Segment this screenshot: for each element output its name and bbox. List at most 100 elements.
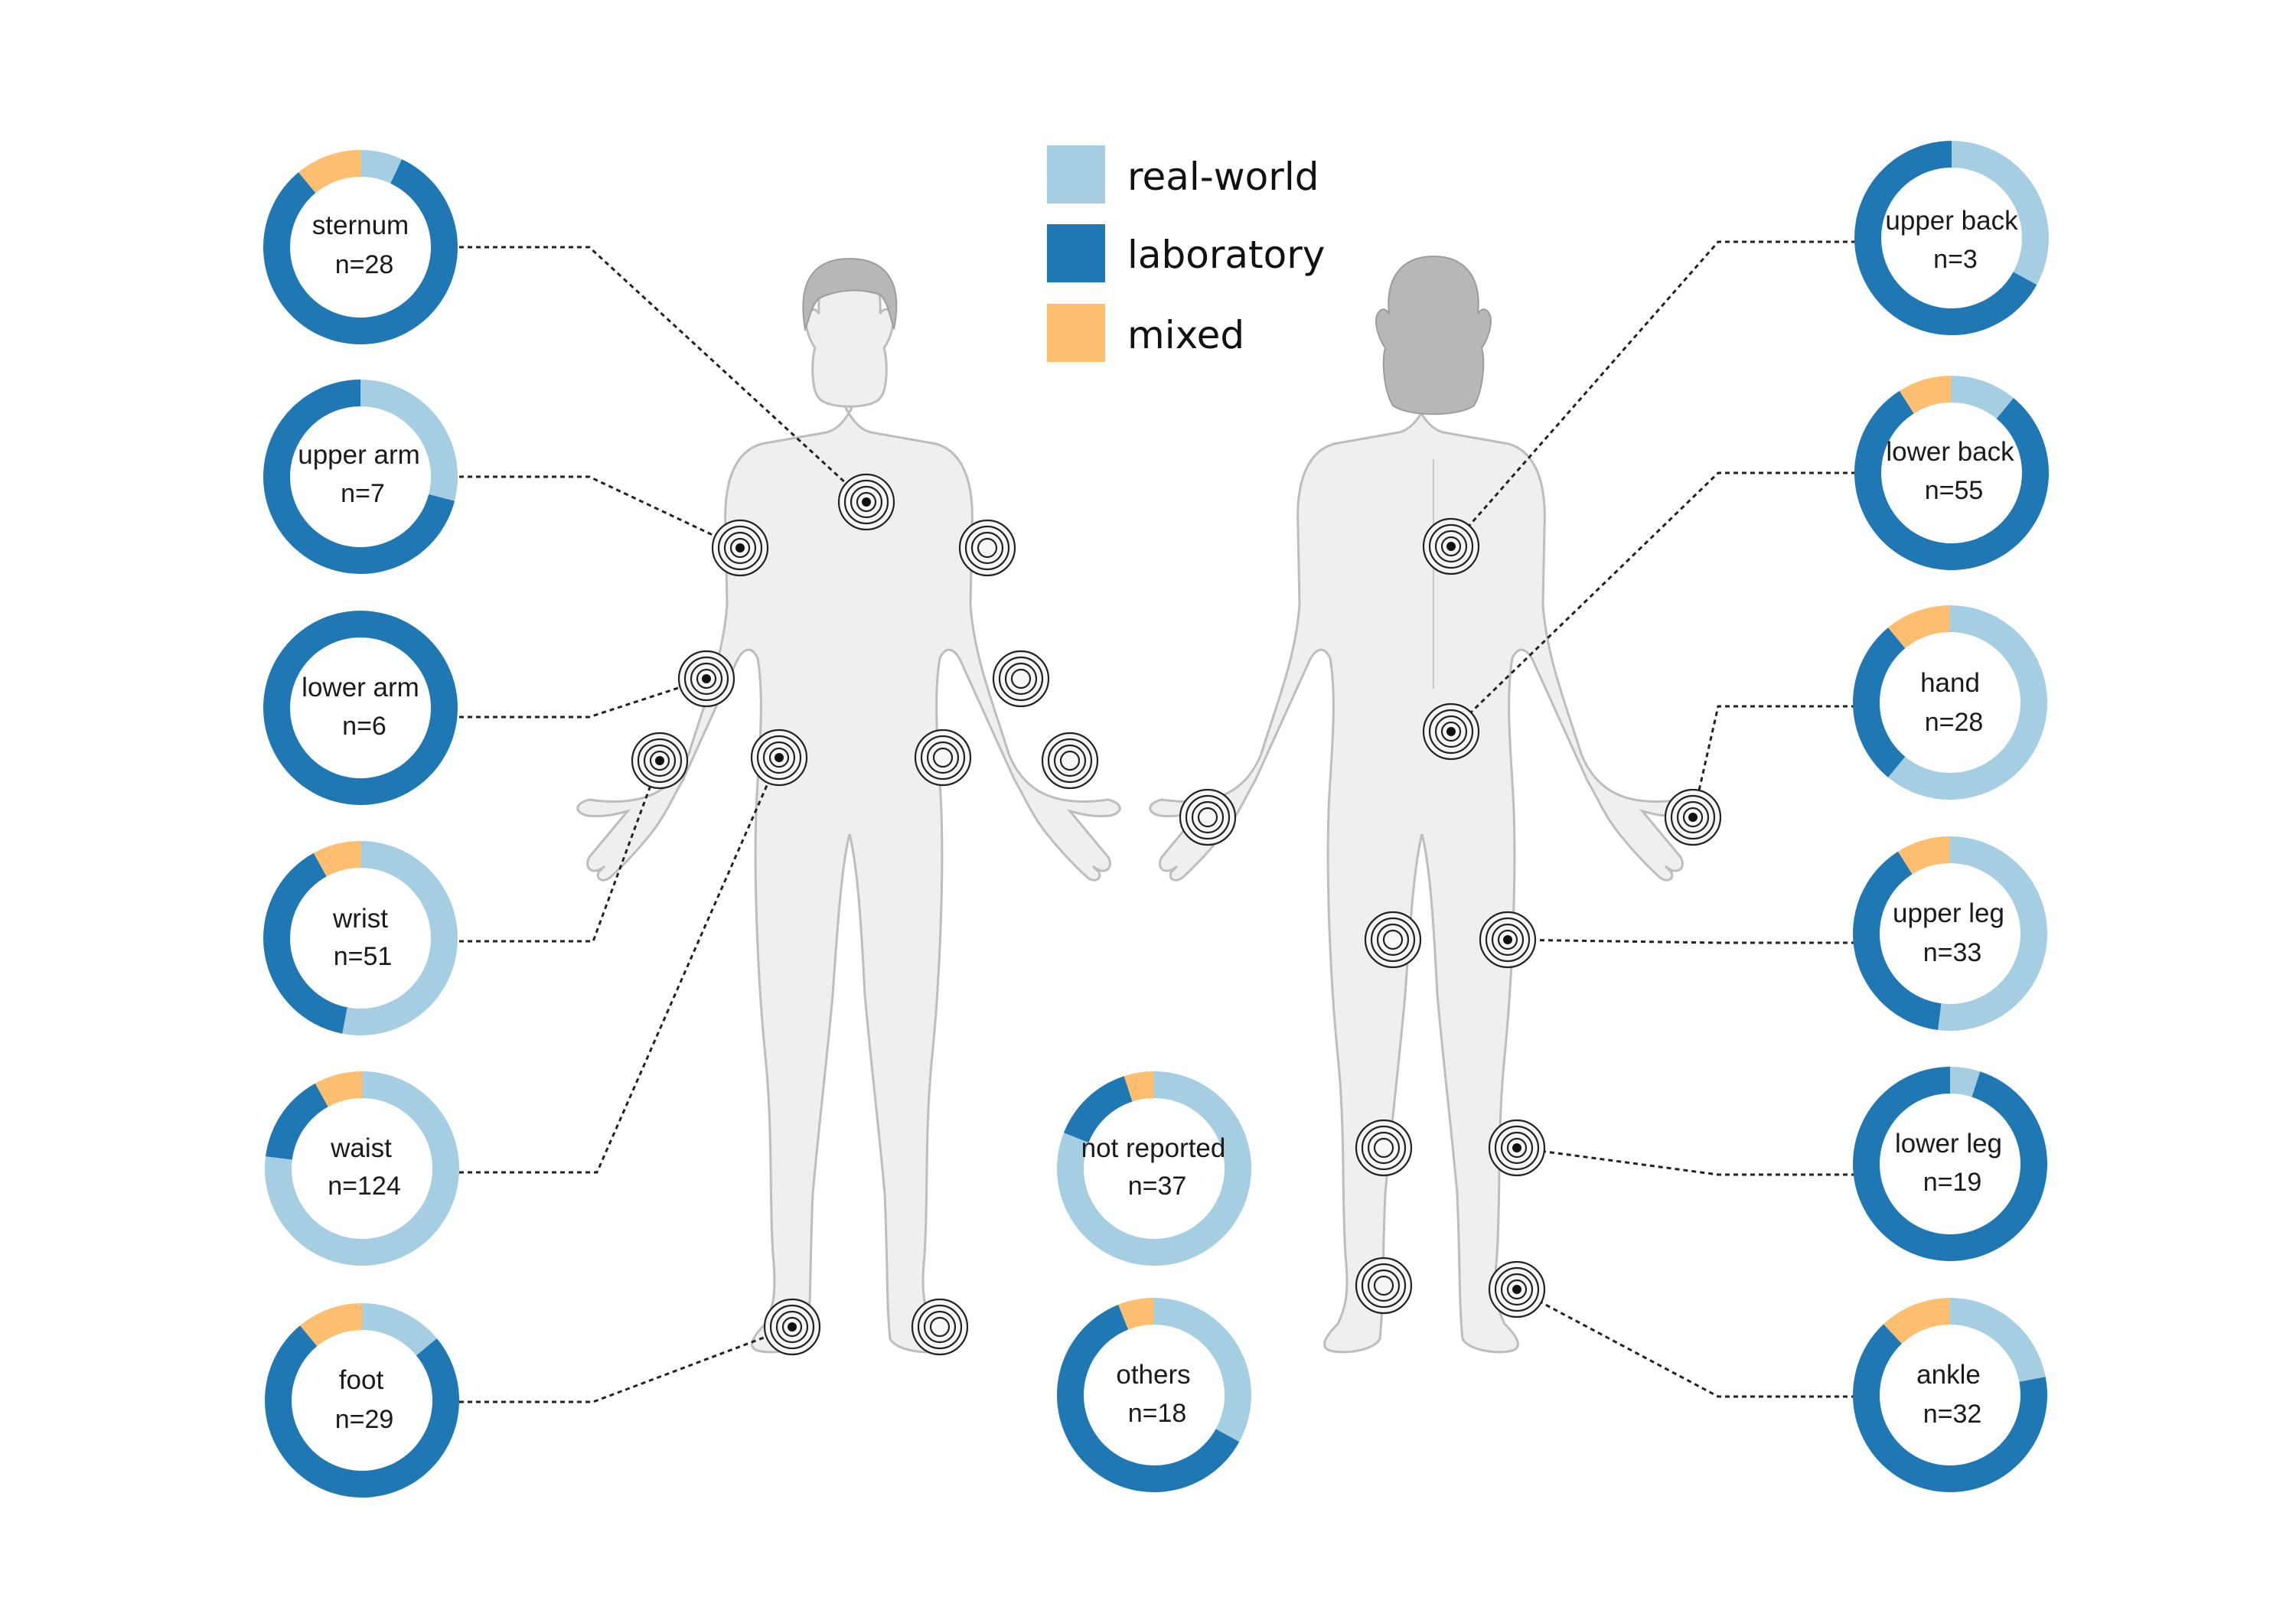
donut-center-foot: [292, 1330, 432, 1471]
donut-label-lower-arm: lower arm: [302, 673, 419, 702]
sensor-marker-hand-left: [1179, 788, 1237, 846]
donut-label-upper-leg: upper leg: [1893, 898, 2004, 928]
donut-count-wrist: n=51: [334, 942, 393, 971]
sensor-marker-hand-right: [1664, 788, 1722, 846]
donut-upper-leg: upper leg n=33: [1852, 836, 2048, 1031]
donut-segment-foot-real-world: [362, 1303, 437, 1356]
donut-center-lower-leg: [1880, 1094, 2020, 1234]
legend-swatch-mixed: [1047, 304, 1105, 362]
donut-waist: waist n=124: [265, 1071, 460, 1266]
leader-wrist: [459, 760, 661, 943]
donut-segment-others-mixed: [1118, 1298, 1154, 1330]
donut-upper-back: upper back n=3: [1854, 141, 2050, 335]
donut-upper-arm: upper arm n=7: [263, 380, 458, 575]
donut-label-sternum: sternum: [312, 210, 409, 240]
leader-lower-arm: [459, 677, 707, 719]
donut-segment-not-reported-mixed: [1124, 1071, 1154, 1102]
sensor-marker-upper-leg-right: [1479, 911, 1537, 969]
donut-center-hand: [1880, 632, 2020, 773]
sensor-marker-lower-arm-right: [992, 650, 1050, 708]
leader-ankle: [1516, 1288, 1856, 1398]
leader-hand: [1691, 705, 1856, 818]
donut-wrist: wrist n=51: [263, 841, 458, 1035]
sensor-marker-wrist-left: [631, 732, 689, 790]
donut-center-lower-back: [1881, 403, 2022, 543]
donut-foot: foot n=29: [265, 1303, 460, 1498]
donut-segment-foot-mixed: [300, 1303, 362, 1347]
donut-label-foot: foot: [339, 1365, 384, 1395]
leader-lower-leg: [1516, 1146, 1856, 1176]
sensor-marker-waist-left: [750, 729, 808, 787]
sensor-marker-lower-leg-left: [1355, 1119, 1413, 1177]
donut-label-upper-back: upper back: [1885, 206, 2018, 236]
legend: real-world laboratory mixed: [1047, 145, 1325, 362]
donut-segment-sternum-real-world: [360, 150, 403, 184]
donut-label-not-reported: not reported: [1081, 1133, 1226, 1163]
donut-count-upper-arm: n=7: [341, 479, 385, 508]
donut-segment-hand-mixed: [1888, 605, 1950, 649]
donut-label-lower-back: lower back: [1886, 437, 2014, 467]
donut-lower-arm: lower arm n=6: [263, 611, 458, 805]
sensor-marker-ankle-left: [1355, 1257, 1413, 1315]
donut-segment-upper-arm-real-world: [360, 380, 458, 501]
donut-count-foot: n=29: [335, 1405, 394, 1434]
donut-segment-upper-back-real-world: [1952, 141, 2050, 285]
front-body-figure: [576, 257, 1121, 1354]
donut-segment-waist-mixed: [315, 1071, 362, 1107]
donut-center-upper-back: [1881, 168, 2022, 308]
leader-sternum: [459, 246, 868, 504]
legend-label-laboratory: laboratory: [1127, 233, 1325, 277]
sensor-marker-lower-back: [1422, 702, 1480, 761]
donut-count-lower-back: n=55: [1925, 476, 1984, 505]
donut-segment-lower-back-laboratory: [1854, 390, 2050, 571]
donut-count-upper-back: n=3: [1933, 245, 1978, 274]
donut-segment-hand-laboratory: [1853, 627, 1906, 777]
donut-center-not-reported: [1084, 1098, 1225, 1239]
sensor-marker-foot-left: [763, 1298, 821, 1356]
donut-label-waist: waist: [330, 1133, 392, 1163]
donut-others: others n=18: [1057, 1298, 1251, 1493]
donut-segment-others-laboratory: [1057, 1304, 1240, 1493]
donut-count-waist: n=124: [328, 1172, 401, 1201]
donut-segment-wrist-laboratory: [263, 852, 347, 1034]
donut-segment-sternum-mixed: [298, 150, 360, 194]
donut-center-upper-leg: [1880, 863, 2020, 1004]
donut-segment-others-real-world: [1154, 1298, 1251, 1442]
legend-label-mixed: mixed: [1127, 313, 1244, 357]
leader-upper-arm: [459, 475, 741, 549]
legend-swatch-laboratory: [1047, 224, 1105, 282]
donut-center-wrist: [290, 868, 431, 1009]
legend-swatch-real-world: [1047, 145, 1105, 204]
sensor-marker-upper-leg-left: [1364, 911, 1422, 969]
leader-lower-back: [1450, 471, 1856, 733]
donut-center-lower-arm: [290, 637, 431, 778]
donut-label-others: others: [1116, 1360, 1190, 1390]
sensor-marker-foot-right: [911, 1298, 969, 1356]
donut-sternum: sternum n=28: [263, 150, 458, 344]
donut-count-lower-arm: n=6: [342, 712, 386, 741]
leader-foot: [459, 1325, 793, 1403]
donut-lower-leg: lower leg n=19: [1853, 1067, 2048, 1261]
donut-center-upper-arm: [290, 406, 431, 547]
donut-not-reported: not reported n=37: [1056, 1071, 1251, 1266]
donut-segment-upper-leg-laboratory: [1852, 851, 1942, 1030]
leader-upper-back: [1450, 240, 1856, 547]
donut-segment-upper-back-laboratory: [1854, 141, 2037, 335]
donut-count-upper-leg: n=33: [1923, 938, 1982, 967]
sensor-marker-lower-leg-right: [1488, 1119, 1546, 1177]
leader-waist: [459, 757, 781, 1174]
donut-center-waist: [292, 1098, 432, 1239]
donut-center-sternum: [290, 177, 431, 318]
donut-lower-back: lower back n=55: [1854, 376, 2050, 571]
donut-count-hand: n=28: [1925, 708, 1984, 737]
donut-segment-ankle-mixed: [1883, 1298, 1950, 1344]
donut-label-hand: hand: [1920, 668, 1980, 698]
leader-lines: [459, 240, 1856, 1403]
donut-segment-upper-leg-mixed: [1897, 836, 1950, 875]
sensor-markers: [631, 473, 1722, 1356]
donut-segment-upper-leg-real-world: [1938, 836, 2048, 1031]
donut-label-ankle: ankle: [1916, 1360, 1981, 1390]
donut-hand: hand n=28: [1853, 605, 2047, 800]
